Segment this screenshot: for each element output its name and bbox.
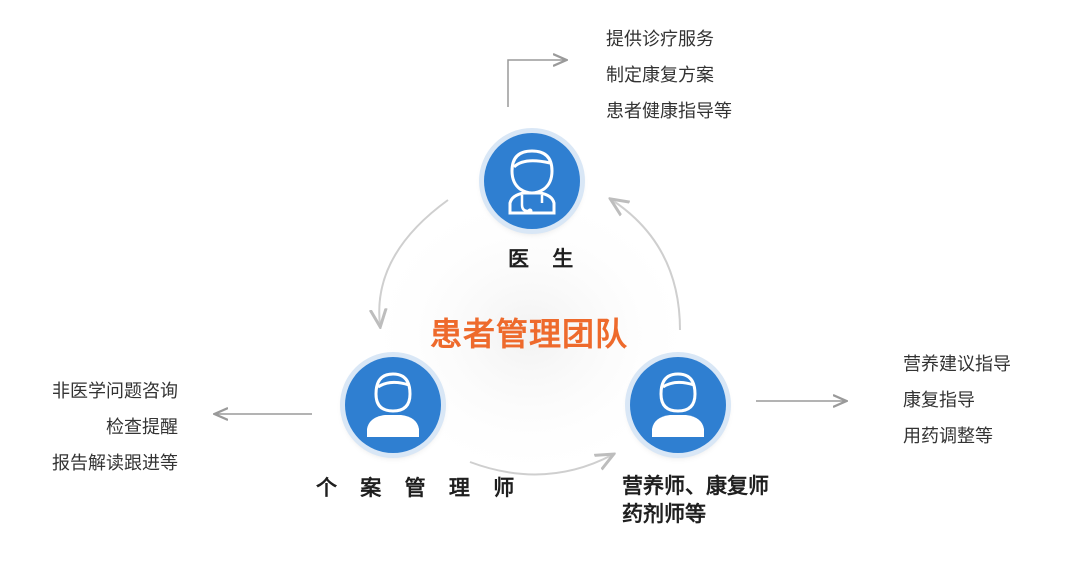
list-item: 康复指导 xyxy=(903,390,975,411)
specialist-duties-list: 营养建议指导 康复指导 用药调整等 xyxy=(903,347,1011,455)
doctor-icon xyxy=(508,149,556,215)
list-item: 患者健康指导等 xyxy=(606,101,732,122)
center-title: 患者管理团队 xyxy=(430,315,629,353)
case-manager-duties-list: 非医学问题咨询 检查提醒 报告解读跟进等 xyxy=(20,374,178,482)
case-manager-label: 个 案 管 理 师 xyxy=(316,476,523,500)
specialists-label-line1: 营养师、康复师 xyxy=(622,474,769,498)
cycle-arrow-doctor-to-case xyxy=(379,199,449,325)
list-item: 营养建议指导 xyxy=(903,354,1011,375)
list-item: 用药调整等 xyxy=(903,426,993,447)
list-item: 检查提醒 xyxy=(106,417,178,438)
person-icon xyxy=(652,372,704,437)
specialists-label-line2: 药剂师等 xyxy=(622,502,706,526)
list-item: 报告解读跟进等 xyxy=(52,453,178,474)
specialists-node xyxy=(630,357,726,453)
cycle-arrow-specialists-to-doctor xyxy=(612,200,681,331)
case-manager-node xyxy=(345,357,441,453)
center-glow xyxy=(360,185,700,485)
specialists-label: 营养师、康复师 药剂师等 xyxy=(622,472,769,528)
doctor-label: 医 生 xyxy=(508,247,582,271)
list-item: 制定康复方案 xyxy=(606,65,714,86)
doctor-node xyxy=(484,133,580,229)
list-item: 提供诊疗服务 xyxy=(606,29,714,50)
cycle-arrow-case-to-specialists xyxy=(469,455,612,476)
list-item: 非医学问题咨询 xyxy=(52,381,178,402)
doctor-duties-arrow xyxy=(507,60,565,107)
person-icon xyxy=(367,372,419,437)
doctor-duties-list: 提供诊疗服务 制定康复方案 患者健康指导等 xyxy=(606,22,732,130)
